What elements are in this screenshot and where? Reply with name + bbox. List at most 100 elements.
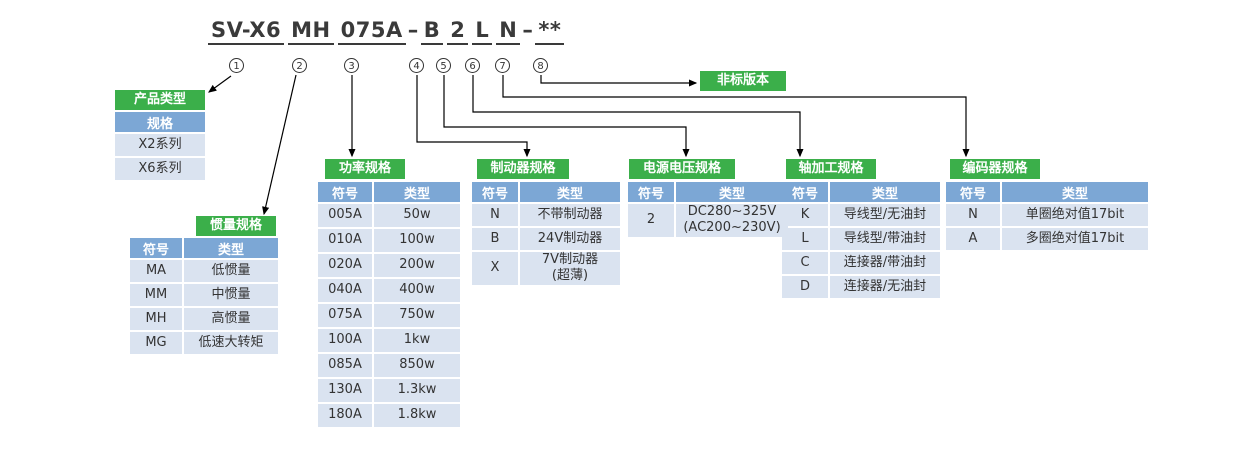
table-cell: K [782,204,828,226]
table-cell: N [946,204,1000,226]
model-code: SV-X6 MH 075A–B 2 L N–** [208,18,565,45]
header-row: 符号类型 [130,238,278,258]
column-header: 符号 [628,182,674,202]
table-cell: 24V制动器 [520,228,620,250]
code-segment: 075A [337,18,406,45]
table-cell: MA [130,260,182,282]
table-cell: 导线型/无油封 [830,204,940,226]
section-title-brake: 制动器规格 [477,159,569,179]
section-title-shaft: 轴加工规格 [786,159,876,179]
section-title-encoder: 编码器规格 [950,159,1040,179]
code-separator: – [407,18,419,42]
code-segment: ** [535,18,565,45]
section-title-power: 功率规格 [325,159,405,179]
table-cell: N [472,204,518,226]
table-cell: L [782,228,828,250]
table-cell: 2 [628,204,674,237]
column-header: 符号 [318,182,372,202]
table-cell: 1kw [374,329,460,352]
column-header: 类型 [374,182,460,202]
table-cell: 075A [318,304,372,327]
marker-3: 3 [344,58,359,73]
code-segment: B [420,18,444,45]
header-row: 符号类型 [628,182,788,202]
column-header: 类型 [1002,182,1148,202]
code-segment: MH [288,18,334,45]
table-cell: B [472,228,518,250]
table-cell: 1.3kw [374,379,460,402]
code-segment: L [472,18,493,45]
marker-5: 5 [436,58,451,73]
connector-line-5 [443,75,690,158]
table-cell: A [946,228,1000,250]
table-cell: 085A [318,354,372,377]
table-cell: 1.8kw [374,404,460,427]
header-row: 符号类型 [946,182,1148,202]
table-cell: 100w [374,229,460,252]
code-segment: SV-X6 [208,18,285,45]
header-row: 规格 [115,112,205,132]
table-cell: 005A [318,204,372,227]
table-cell: 单圈绝对值17bit [1002,204,1148,226]
marker-1: 1 [229,58,244,73]
table-cell: 导线型/带油封 [830,228,940,250]
column-header: 符号 [782,182,828,202]
column-header: 符号 [130,238,182,258]
table-cell: 200w [374,254,460,277]
table-cell: 高惯量 [184,308,278,330]
table-cell: 7V制动器(超薄) [520,252,620,285]
code-segment: 2 [447,18,469,45]
table-cell: 130A [318,379,372,402]
connector-line-2 [262,74,297,216]
code-separator: – [522,18,534,42]
table-cell: DC280~325V(AC200~230V) [676,204,788,237]
table-cell: X6系列 [115,158,205,180]
table-cell: 040A [318,279,372,302]
table-cell: X2系列 [115,134,205,156]
marker-7: 7 [495,58,510,73]
marker-6: 6 [465,58,480,73]
table-row: X2系列 [115,134,205,156]
table-cell: 180A [318,404,372,427]
table-cell: 低惯量 [184,260,278,282]
column-header: 类型 [520,182,620,202]
table-cell: MM [130,284,182,306]
connector-line-8 [540,75,698,87]
section-title-inertia: 惯量规格 [196,216,276,236]
table-cell: 不带制动器 [520,204,620,226]
table-cell: MH [130,308,182,330]
section-title-voltage: 电源电压规格 [629,159,735,179]
column-header: 规格 [115,112,205,132]
nonstandard-version-label: 非标版本 [700,71,786,91]
column-header: 符号 [946,182,1000,202]
marker-8: 8 [533,58,548,73]
table-cell: MG [130,332,182,354]
column-header: 类型 [830,182,940,202]
